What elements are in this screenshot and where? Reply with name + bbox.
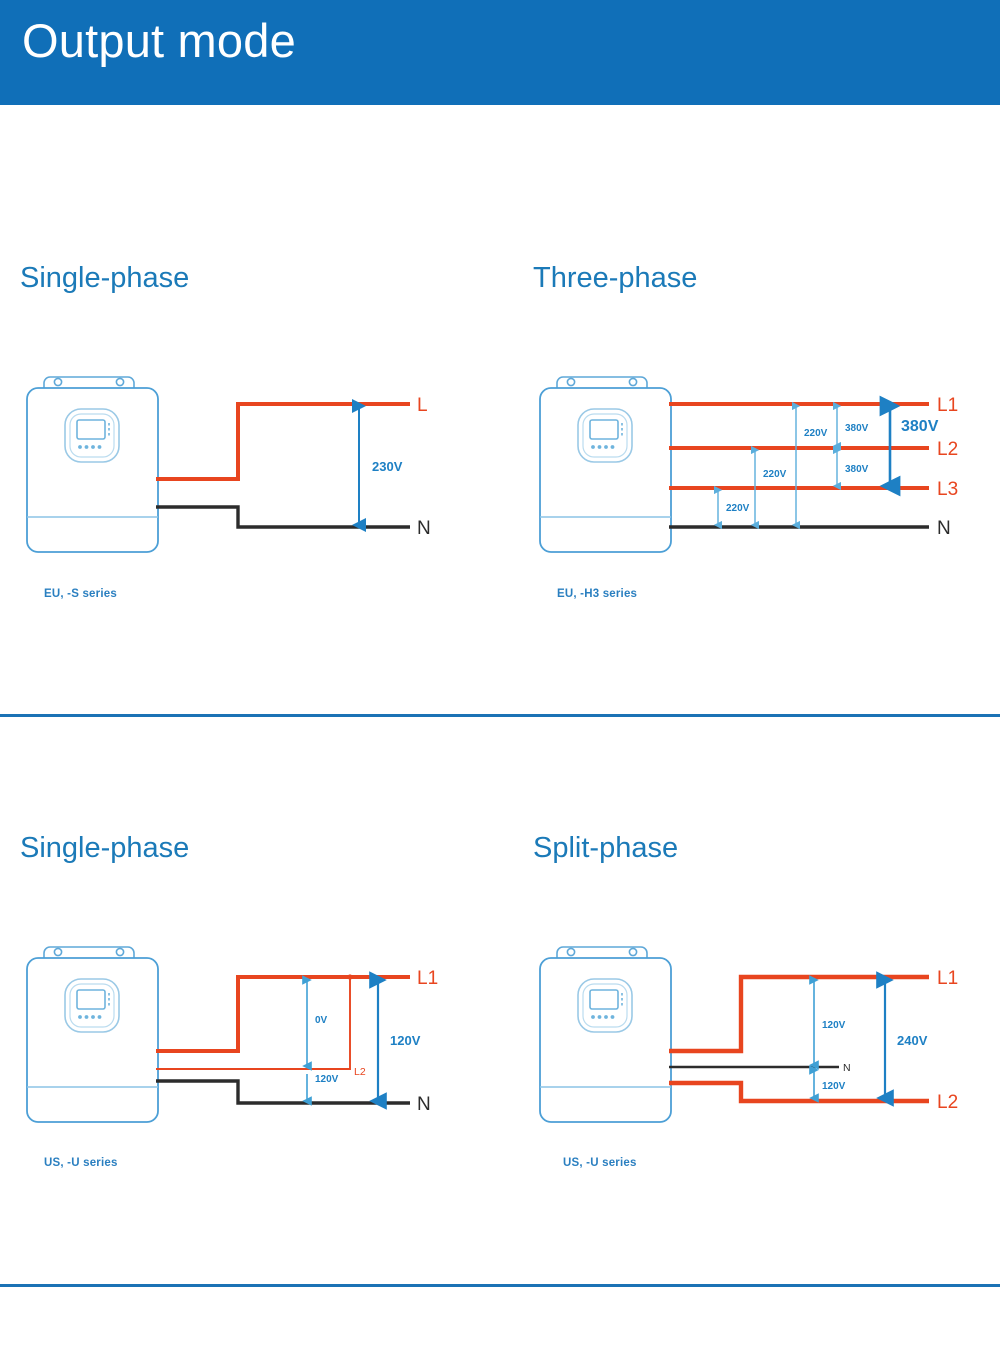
diagram-three-phase-eu: 220V 220V 220V 380V [533, 365, 973, 565]
diagram-split-phase-us: 120V 120V 240V L1 N L2 [533, 935, 973, 1140]
inverter-device-icon [26, 376, 159, 553]
dimension-label-220v-l3-n: 220V [726, 503, 750, 514]
panel-title-single-phase-eu: Single-phase [20, 262, 190, 294]
dimension-220v-l1-n: 220V [791, 401, 828, 530]
inverter-device-icon [539, 946, 672, 1123]
inverter-control-panel-icon [64, 408, 120, 463]
wire-line-L2 [669, 1080, 929, 1104]
wire-label-N: N [417, 1094, 431, 1115]
caption-split-phase-us: US, -U series [563, 1157, 637, 1169]
caption-single-phase-us: US, -U series [44, 1157, 118, 1169]
inverter-device-icon [539, 376, 672, 553]
page-header-banner: Output mode [0, 0, 1000, 105]
wire-line-L1 [156, 975, 410, 1053]
panel-title-split-phase-us: Split-phase [533, 832, 679, 864]
inverter-device-icon [26, 946, 159, 1123]
diagram-single-phase-eu: 230V L N [20, 365, 450, 565]
wire-line-L [156, 402, 410, 481]
dimension-120v-l1-n: 120V [369, 971, 421, 1110]
wire-line-N [156, 505, 410, 529]
dimension-label-120v-n-l2: 120V [822, 1081, 846, 1092]
inverter-control-panel-icon [577, 408, 633, 463]
wire-label-N: N [417, 518, 431, 539]
dimension-label-0v: 0V [315, 1015, 328, 1026]
wire-line-L1 [669, 974, 929, 1054]
dimension-label-380v-l1-l3: 380V [901, 418, 939, 435]
panel-title-three-phase-eu: Three-phase [533, 262, 698, 294]
wire-label-L3: L3 [937, 479, 958, 500]
dimension-120v-l1-n: 120V [809, 975, 846, 1070]
dimension-220v-l3-n: 220V [713, 485, 750, 530]
section-divider-bottom [0, 1284, 1000, 1287]
wire-label-L2-tap: L2 [354, 1066, 366, 1078]
panel-title-single-phase-us: Single-phase [20, 832, 190, 864]
diagram-single-phase-us: 0V 120V 120V L1 L2 N [20, 935, 450, 1140]
dimension-label-380v-l2-l3: 380V [845, 464, 869, 475]
wire-junction-dot [347, 974, 353, 980]
dimension-label-120v-l1-n: 120V [822, 1020, 846, 1031]
dimension-label-230v: 230V [372, 459, 403, 474]
section-divider-middle [0, 714, 1000, 717]
wire-label-L: L [417, 395, 428, 416]
caption-single-phase-eu: EU, -S series [44, 588, 117, 600]
dimension-label-220v-l2-n: 220V [763, 469, 787, 480]
wire-label-L1: L1 [937, 395, 958, 416]
wire-label-N: N [937, 518, 951, 539]
wire-line-L2 [156, 977, 351, 1070]
wire-label-L2: L2 [937, 1092, 958, 1113]
dimension-220v-l2-n: 220V [750, 445, 787, 530]
wire-line-N [156, 1079, 410, 1105]
dimension-0v: 0V [302, 975, 328, 1071]
dimension-380v-l2-l3: 380V [832, 445, 869, 491]
caption-three-phase-eu: EU, -H3 series [557, 588, 638, 600]
dimension-120v-l2-n: 120V [302, 1074, 339, 1106]
dimension-240v: 240V [876, 971, 928, 1107]
dimension-label-220v-l1-n: 220V [804, 428, 828, 439]
inverter-control-panel-icon [577, 978, 633, 1033]
page-title: Output mode [22, 14, 296, 67]
dimension-380v-l1-l2: 380V [832, 401, 869, 451]
dimension-120v-n-l2: 120V [809, 1065, 846, 1103]
dimension-label-380v-l1-l2: 380V [845, 423, 869, 434]
dimension-380v-l1-l3: 380V [879, 395, 939, 497]
wire-label-L1: L1 [937, 968, 958, 989]
dimension-label-240v: 240V [897, 1033, 928, 1048]
wire-label-N-inline: N [843, 1062, 851, 1074]
inverter-control-panel-icon [64, 978, 120, 1033]
wire-label-L2: L2 [937, 439, 958, 460]
dimension-label-120v-l1-n: 120V [390, 1033, 421, 1048]
dimension-label-120v-l2-n: 120V [315, 1074, 339, 1085]
dimension-230v: 230V [352, 399, 403, 532]
wire-label-L1: L1 [417, 968, 438, 989]
